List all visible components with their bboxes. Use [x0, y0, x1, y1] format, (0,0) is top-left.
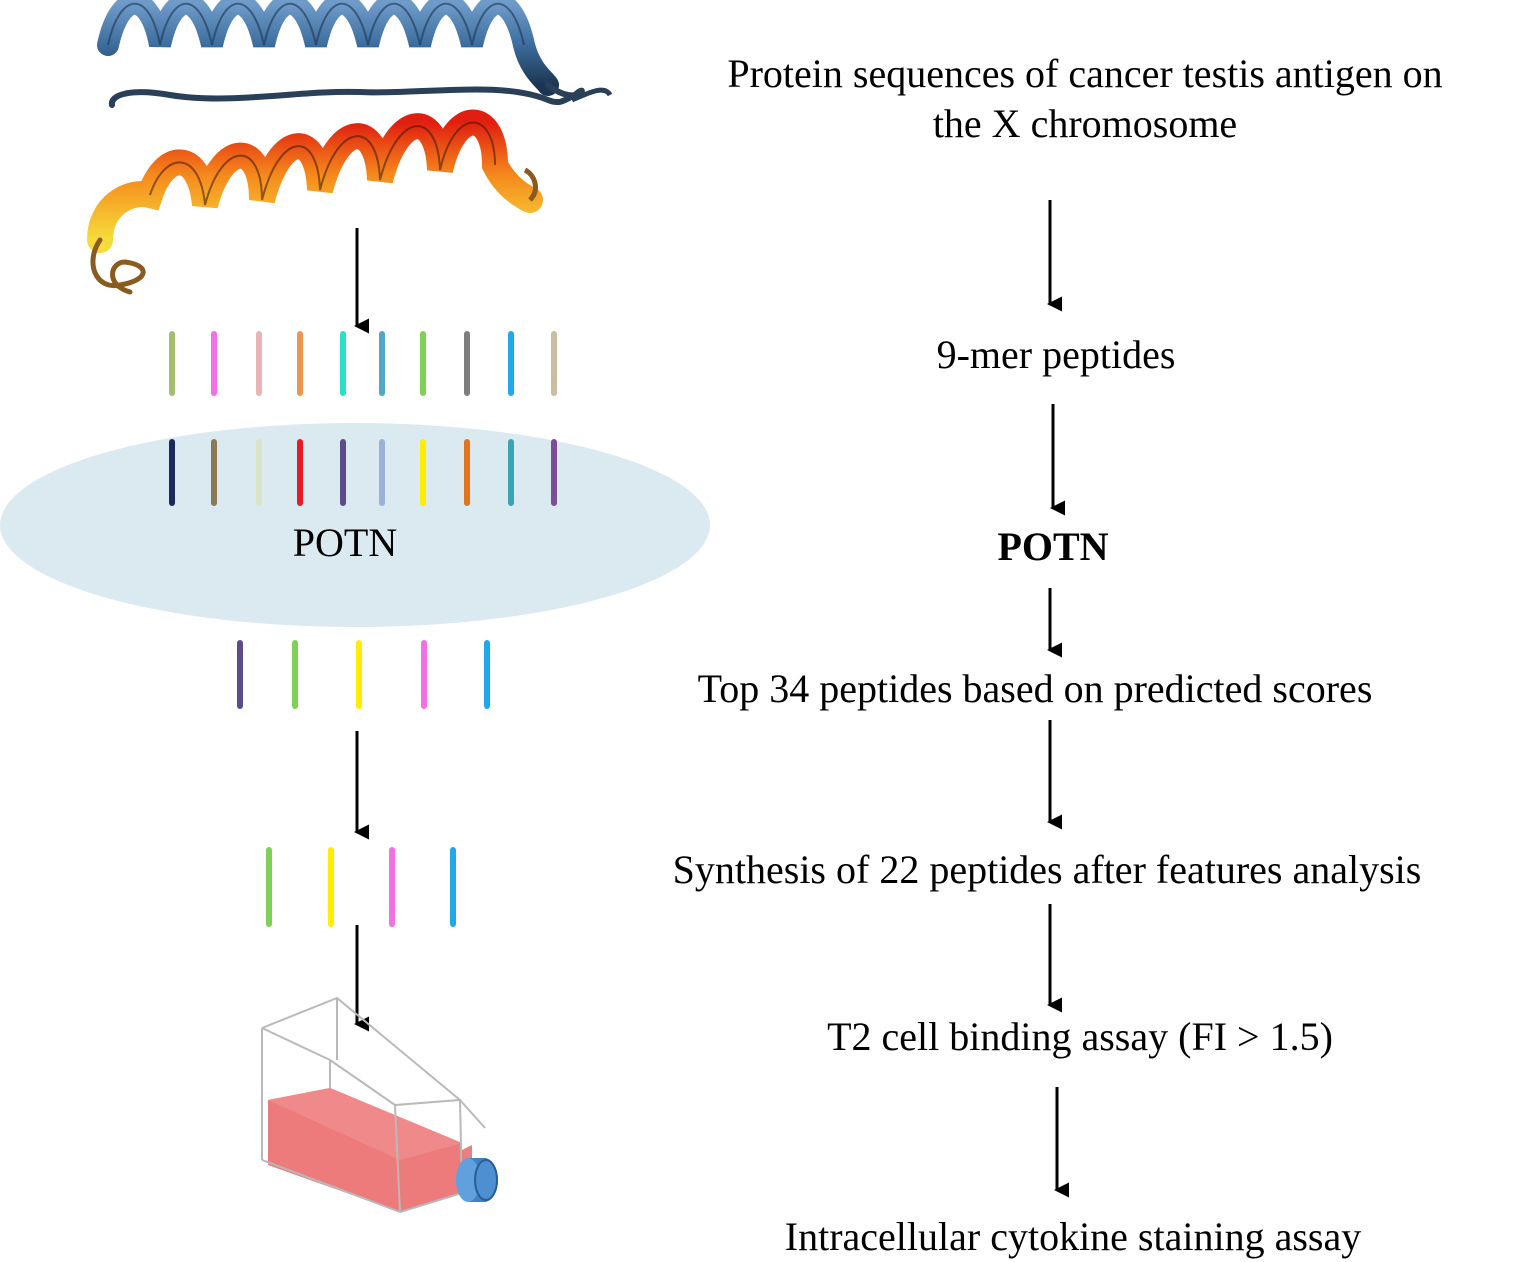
cell-culture-flask	[261, 996, 498, 1213]
step-9mer-peptides: 9-mer peptides	[936, 332, 1176, 377]
step-protein-line2: the X chromosome	[932, 101, 1238, 146]
peptide-row-all-9mers	[169, 331, 557, 396]
peptide-row-in-potn	[169, 439, 557, 506]
protein-helix-blue	[97, 0, 613, 108]
step-protein-line1: Protein sequences of cancer testis antig…	[727, 51, 1443, 96]
peptide-row-synthesized	[266, 847, 456, 927]
step-protein-sequences: Protein sequences of cancer testis antig…	[655, 49, 1515, 149]
step-synthesis: Synthesis of 22 peptides after features …	[672, 847, 1422, 892]
step-t2-binding: T2 cell binding assay (FI > 1.5)	[827, 1014, 1333, 1059]
peptide-row-top34	[237, 640, 490, 709]
step-potn: POTN	[997, 524, 1109, 569]
protein-helix-orange	[87, 109, 543, 295]
step-top34: Top 34 peptides based on predicted score…	[697, 666, 1373, 711]
potn-ellipse	[0, 423, 710, 627]
step-ics-assay: Intracellular cytokine staining assay	[784, 1214, 1362, 1259]
ellipse-potn-label: POTN	[292, 520, 398, 565]
